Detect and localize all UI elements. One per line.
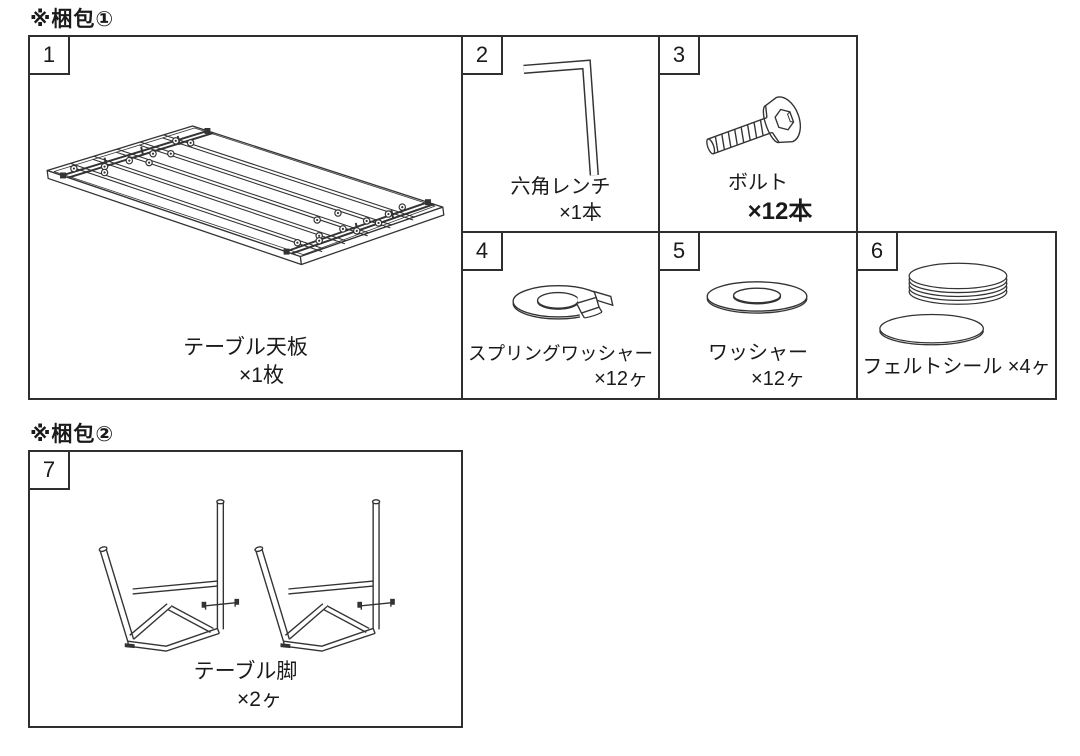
- part-number-badge: 4: [461, 231, 503, 271]
- washer-icon: [706, 281, 808, 314]
- part-name: テーブル天板: [183, 336, 308, 360]
- part-box-spring-washer: 4 スプリングワッシャー ×12ヶ: [461, 231, 660, 400]
- part-name: テーブル脚: [193, 660, 298, 684]
- part-number-badge: 3: [658, 35, 700, 75]
- part-label: 六角レンチ ×1本: [463, 174, 658, 226]
- part-label: テーブル天板 ×1枚: [30, 334, 461, 389]
- part-label: ボルト ×12本: [660, 170, 856, 227]
- felt-seal-icon: [879, 262, 1008, 346]
- part-box-table-legs: 7: [28, 450, 463, 728]
- part-name: ワッシャー: [708, 342, 808, 364]
- part-box-washer: 5 ワッシャー ×12ヶ: [658, 231, 858, 400]
- package2-header: ※梱包②: [30, 423, 115, 446]
- part-label: フェルトシール ×4ヶ: [858, 354, 1055, 380]
- part-name: ボルト: [728, 171, 788, 194]
- part-label: テーブル脚 ×2ヶ: [30, 658, 461, 713]
- part-label: ワッシャー ×12ヶ: [660, 340, 856, 392]
- part-qty: ×1枚: [239, 363, 284, 387]
- part-number-badge: 6: [856, 231, 898, 271]
- bolt-icon: [706, 96, 801, 155]
- spring-washer-icon: [512, 285, 614, 321]
- part-qty: ×1本: [559, 202, 602, 224]
- hex-wrench-icon: [523, 59, 599, 176]
- part-box-tabletop: 1: [28, 35, 463, 400]
- part-qty: ×2ヶ: [237, 687, 282, 711]
- part-number-badge: 5: [658, 231, 700, 271]
- part-box-bolt: 3 ボルト ×12本: [658, 35, 858, 233]
- part-label: スプリングワッシャー ×12ヶ: [463, 342, 658, 392]
- part-qty: ×12ヶ: [594, 368, 648, 390]
- part-number-badge: 7: [28, 450, 70, 490]
- package1-header: ※梱包①: [30, 8, 115, 31]
- part-qty: ×12ヶ: [751, 368, 805, 390]
- part-name: 六角レンチ: [510, 176, 611, 198]
- part-name: フェルトシール: [862, 355, 1003, 378]
- part-name: スプリングワッシャー: [467, 342, 653, 364]
- part-number-badge: 2: [461, 35, 503, 75]
- part-box-hex-wrench: 2 六角レンチ ×1本: [461, 35, 660, 233]
- part-number-badge: 1: [28, 35, 70, 75]
- tabletop-icon: [46, 125, 445, 266]
- part-qty: ×4ヶ: [1007, 355, 1051, 378]
- part-box-felt-seal: 6 フェルトシール ×4ヶ: [856, 231, 1057, 400]
- part-qty: ×12本: [747, 197, 813, 225]
